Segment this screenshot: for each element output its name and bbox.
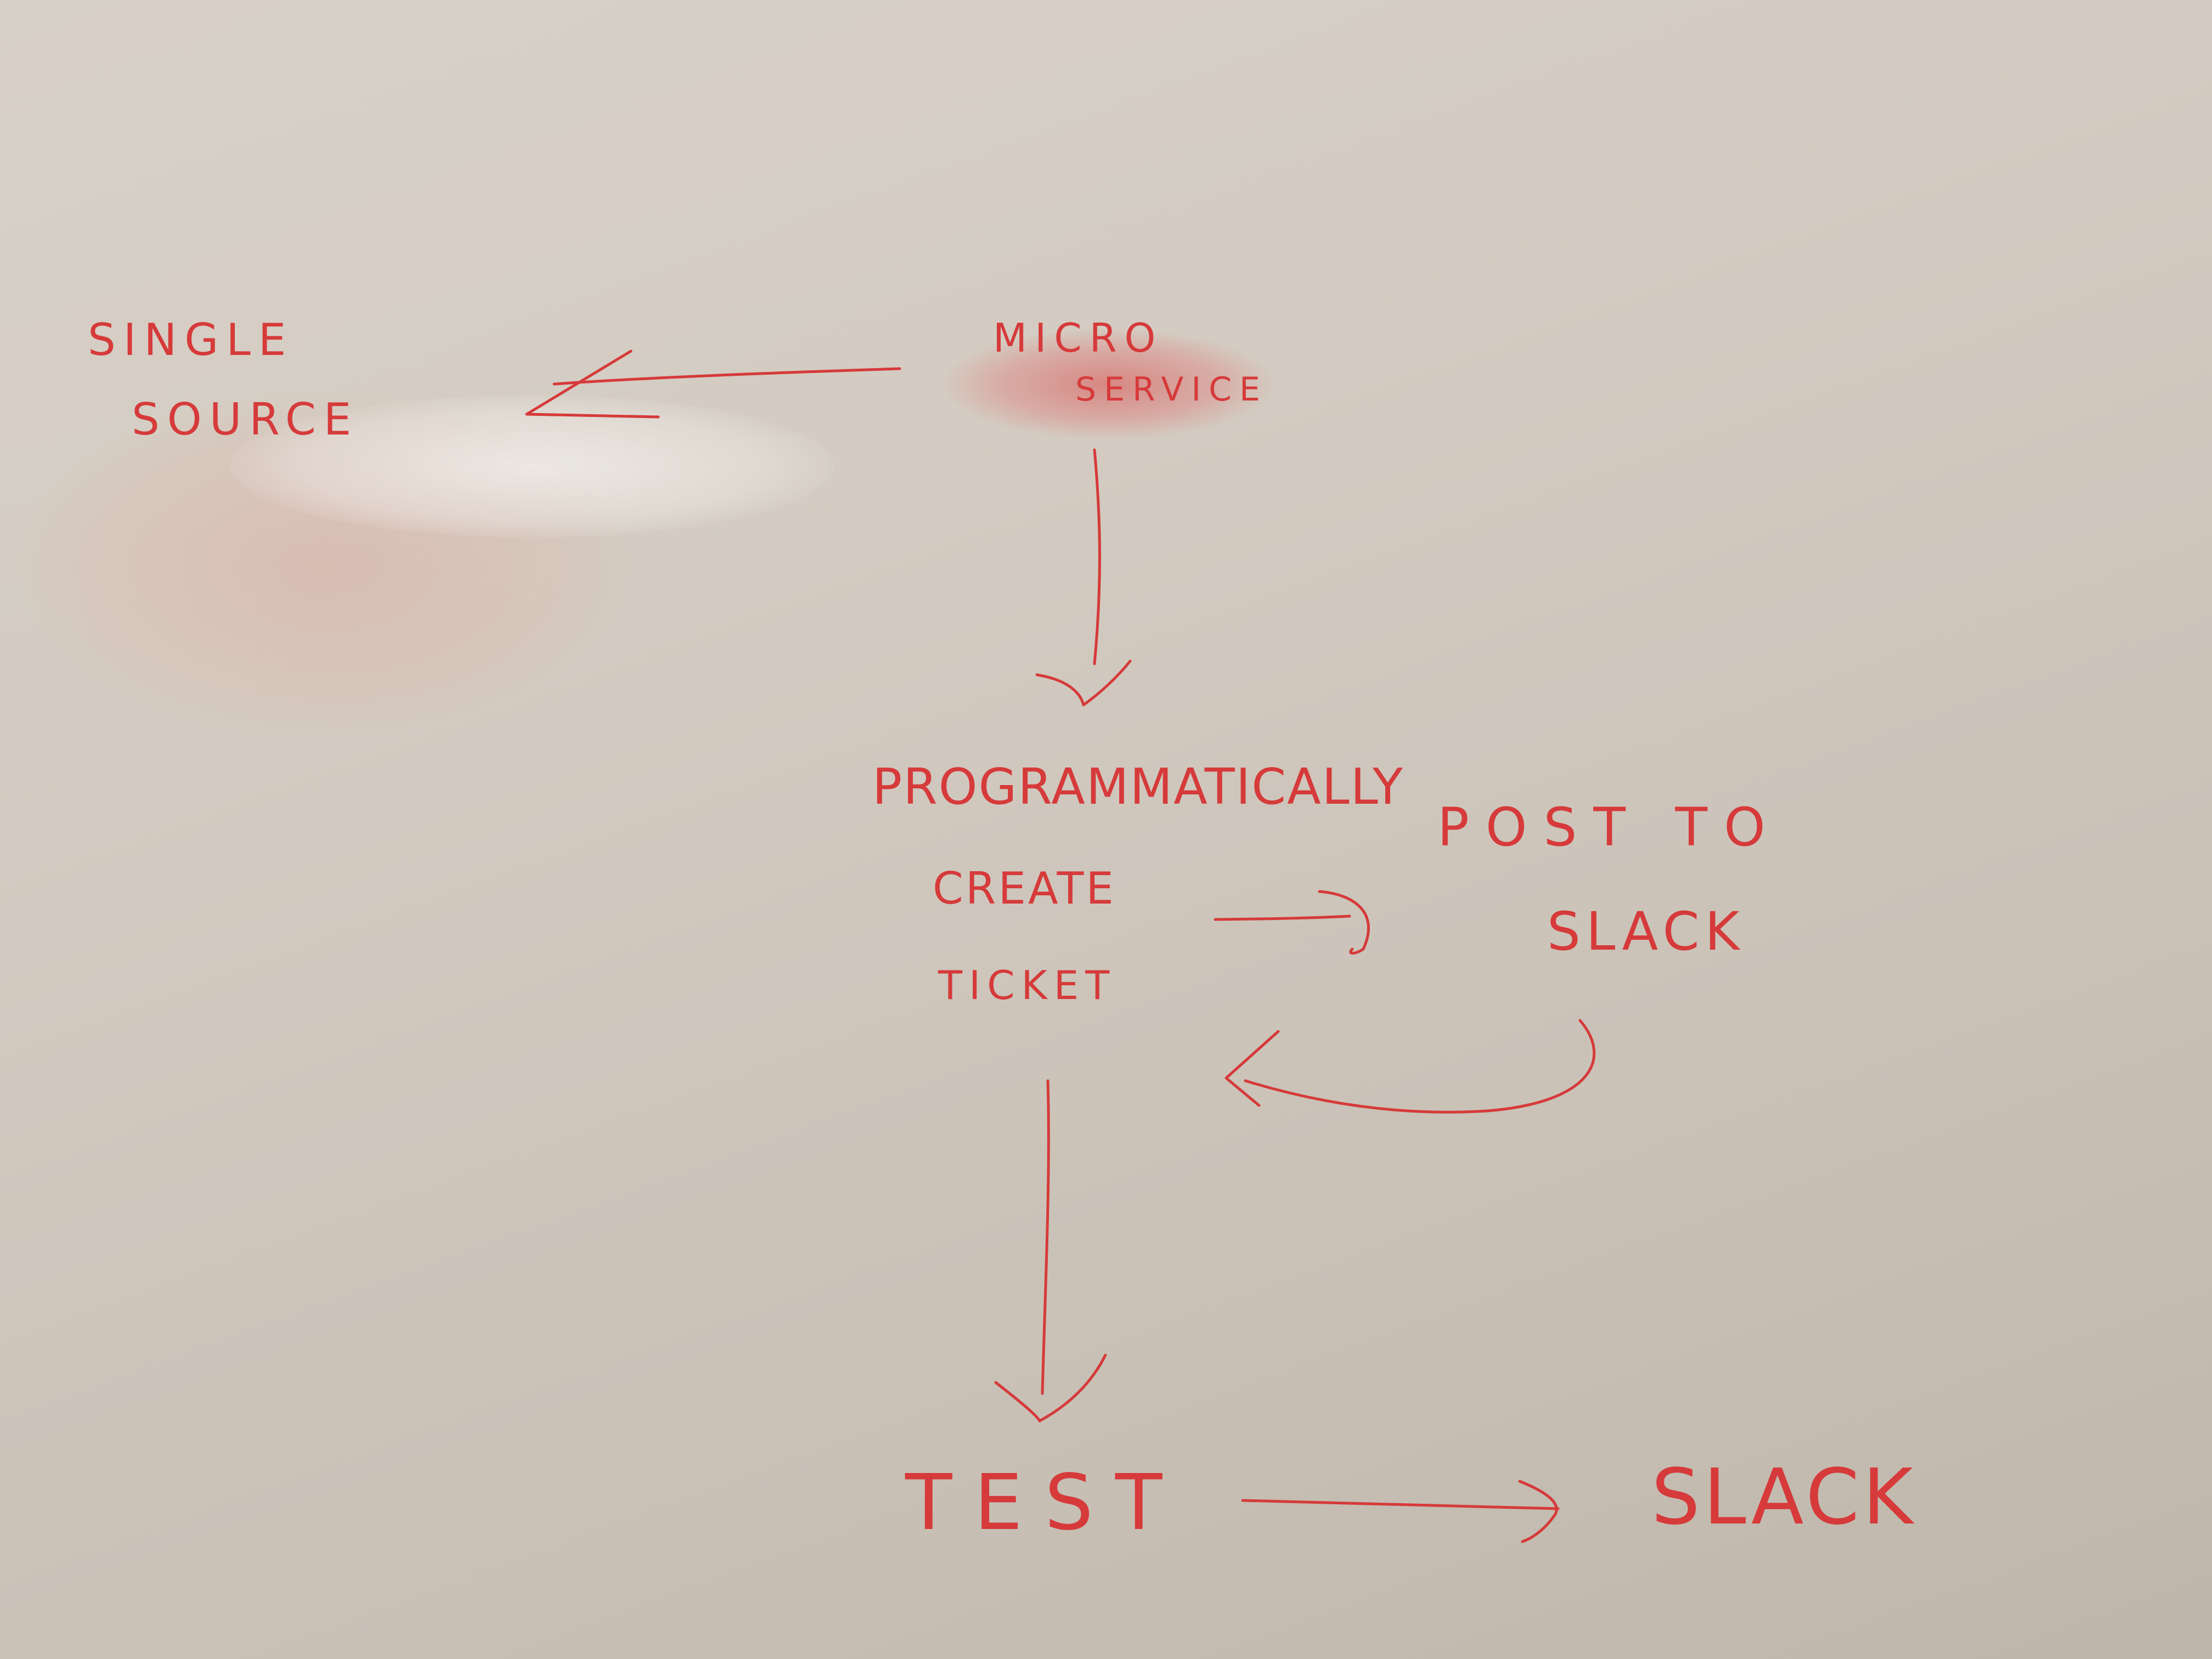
node-create-ticket-line1: PROGRAMMATICALLY	[872, 758, 1404, 816]
node-test: TEST	[905, 1458, 1184, 1548]
edge-create-ticket-to-test	[994, 1079, 1107, 1423]
edge-create-ticket-to-post-to-slack	[1214, 890, 1370, 955]
node-single-source-line1: SINGLE	[88, 314, 294, 365]
edge-microservice-to-single-source	[525, 349, 901, 419]
node-microservice-line1: MICRO	[993, 315, 1164, 361]
node-slack-final: SLACK	[1651, 1453, 1916, 1542]
node-post-to-slack-line2: SLACK	[1547, 901, 1745, 962]
edge-post-to-slack-to-create-ticket	[1224, 1019, 1596, 1114]
node-post-to-slack-line1: POST TO	[1437, 797, 1782, 858]
node-single-source-line2: SOURCE	[132, 394, 359, 445]
node-create-ticket-line3: TICKET	[938, 962, 1116, 1008]
edge-test-to-slack	[1241, 1480, 1560, 1543]
node-create-ticket-line2: CREATE	[933, 863, 1116, 914]
edge-microservice-to-create-ticket	[1035, 448, 1132, 707]
node-microservice-line2: SERVICE	[1075, 370, 1268, 409]
